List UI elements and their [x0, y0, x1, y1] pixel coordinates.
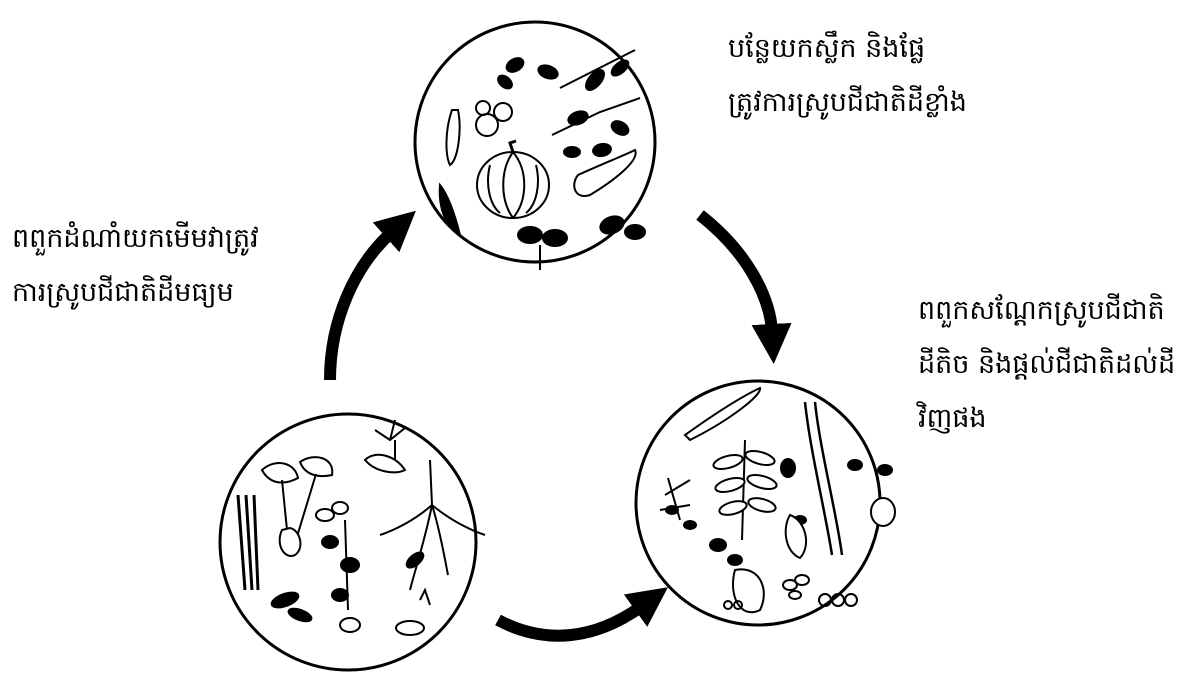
label-line: ពពួកសណ្តែកស្រូបជីជាតិ: [918, 284, 1175, 338]
label-line: បន្លែយកស្លឹក និងផ្លែ: [728, 22, 967, 76]
cycle-arrow-icon: [330, 232, 392, 380]
label-line: ដីតិច និងផ្តល់ជីជាតិដល់ដី: [918, 338, 1175, 392]
leafy-vegetables-and-fruits-drawing: [415, 22, 655, 270]
root-and-tuber-crops-drawing: [220, 414, 485, 670]
label-line: ពពួកដំណាំយកមើមវាត្រូវ: [12, 212, 259, 266]
root-crops-label: ពពួកដំណាំយកមើមវាត្រូវ ការស្រូបជីជាតិដីមធ…: [12, 212, 259, 320]
legumes-drawing: [636, 381, 895, 625]
cycle-arrow-icon: [498, 606, 642, 636]
legumes-label: ពពួកសណ្តែកស្រូបជីជាតិ ដីតិច និងផ្តល់ជីជា…: [918, 284, 1175, 446]
label-line: ត្រូវការស្រូបជីជាតិដីខ្លាំង: [728, 76, 967, 130]
leafy-vegetables-label: បន្លែយកស្លឹក និងផ្លែ ត្រូវការស្រូបជីជាតិ…: [728, 22, 967, 130]
label-line: ការស្រូបជីជាតិដីមធ្យម: [12, 266, 259, 320]
cycle-arrow-icon: [700, 215, 772, 332]
label-line: វិញផង: [918, 392, 1175, 446]
